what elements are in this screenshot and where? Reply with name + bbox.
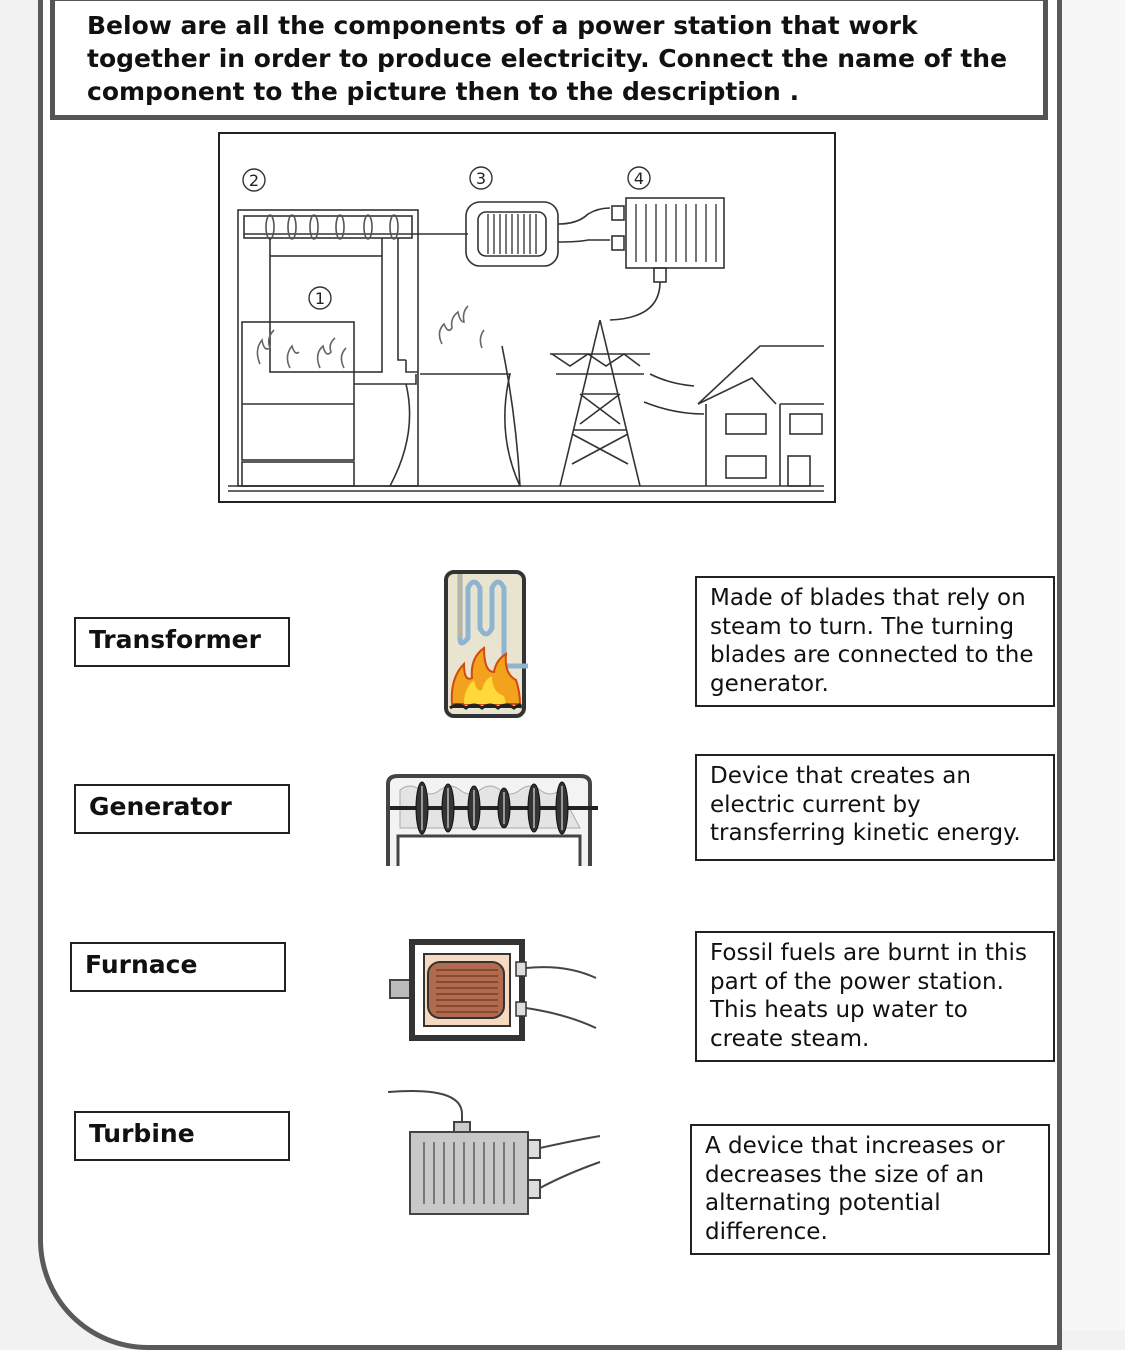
description-box-1[interactable]: Made of blades that rely on steam to tur… bbox=[695, 576, 1055, 707]
turbine-picture[interactable] bbox=[384, 770, 604, 868]
generator-picture[interactable] bbox=[386, 936, 600, 1046]
description-text: Made of blades that rely on steam to tur… bbox=[710, 585, 1034, 697]
description-box-2[interactable]: Device that creates an electric current … bbox=[695, 754, 1055, 861]
description-box-4[interactable]: A device that increases or decreases the… bbox=[690, 1124, 1050, 1255]
description-box-3[interactable]: Fossil fuels are burnt in this part of t… bbox=[695, 931, 1055, 1062]
furnace-picture[interactable] bbox=[440, 568, 532, 720]
name-box-furnace[interactable]: Furnace bbox=[70, 942, 286, 992]
instructions-text: Below are all the components of a power … bbox=[87, 11, 1008, 106]
name-box-transformer[interactable]: Transformer bbox=[74, 617, 290, 667]
name-box-turbine[interactable]: Turbine bbox=[74, 1111, 290, 1161]
description-text: A device that increases or decreases the… bbox=[705, 1133, 1005, 1245]
description-text: Fossil fuels are burnt in this part of t… bbox=[710, 940, 1027, 1052]
instructions-box: Below are all the components of a power … bbox=[50, 0, 1048, 120]
name-label: Furnace bbox=[85, 950, 198, 979]
power-station-diagram: 1 2 3 4 bbox=[218, 132, 836, 503]
name-label: Generator bbox=[89, 792, 232, 821]
diagram-label-4: 4 bbox=[634, 169, 644, 188]
name-box-generator[interactable]: Generator bbox=[74, 784, 290, 834]
diagram-label-1: 1 bbox=[315, 289, 325, 308]
diagram-label-3: 3 bbox=[476, 169, 486, 188]
page-margin bbox=[1062, 0, 1125, 1330]
diagram-label-2: 2 bbox=[249, 171, 259, 190]
name-label: Transformer bbox=[89, 625, 261, 654]
description-text: Device that creates an electric current … bbox=[710, 763, 1021, 846]
transformer-picture[interactable] bbox=[386, 1084, 606, 1218]
name-label: Turbine bbox=[89, 1119, 195, 1148]
power-station-illustration: 1 2 3 4 bbox=[228, 166, 824, 492]
